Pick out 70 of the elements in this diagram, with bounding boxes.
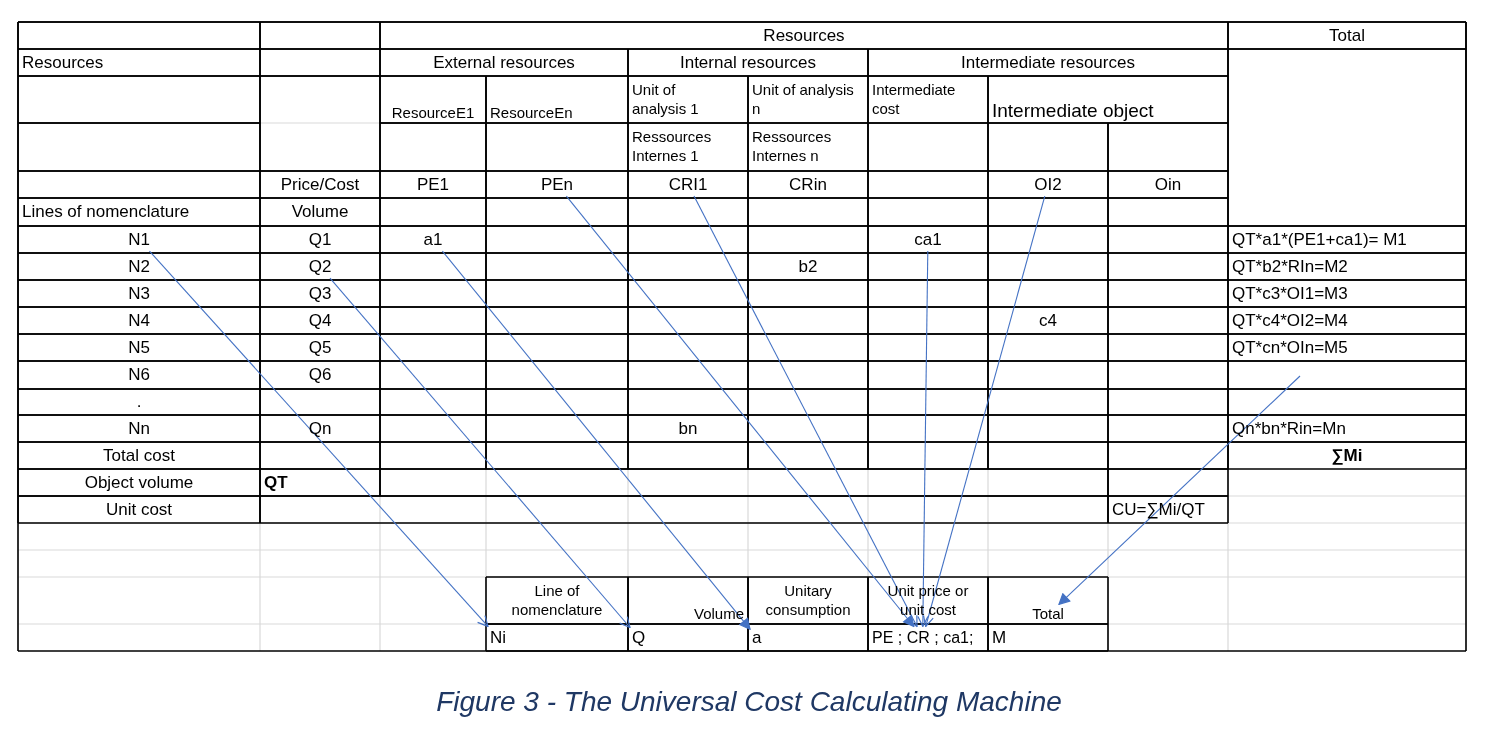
consumption-value: ca1 (914, 228, 942, 251)
arrow (565, 195, 915, 628)
column-header: Intermediate cost (872, 80, 957, 119)
price-value: CRI1 (668, 173, 708, 196)
row-label: N5 (128, 336, 150, 359)
row-label: N3 (128, 282, 150, 305)
volume-value: Qn (308, 417, 332, 440)
formula-text: QT*a1*(PE1+ca1)= M1 (1232, 228, 1407, 251)
consumption-value: c4 (1039, 309, 1057, 332)
price-value: Oin (1154, 173, 1182, 196)
column-header: Intermediate object (992, 99, 1154, 123)
column-subheader: Ressources Internes n (752, 128, 833, 166)
column-header: Total (1032, 605, 1064, 624)
row-header: Price/Cost (280, 173, 360, 196)
volume-value: Q5 (308, 336, 332, 359)
column-group-header: Internal resources (679, 51, 817, 74)
arrow (917, 250, 929, 628)
arrow (1058, 375, 1301, 605)
price-value: CRin (789, 173, 827, 196)
row-label: N6 (128, 364, 150, 386)
result-value: a (752, 626, 762, 649)
formula-text: QT*c4*OI2=M4 (1232, 309, 1348, 332)
column-header: ResourceE1 (391, 104, 475, 123)
price-value: PEn (540, 173, 574, 196)
consumption-value: b2 (798, 255, 818, 278)
price-value: PE1 (416, 173, 450, 196)
result-value: Ni (490, 626, 507, 649)
price-value: OI2 (1034, 173, 1062, 196)
arrow (148, 250, 489, 627)
column-header: Unit of analysis n (752, 80, 855, 119)
row-label: N2 (128, 255, 150, 278)
figure-caption: Figure 3 - The Universal Cost Calculating Machine (436, 686, 1062, 717)
row-label: Object volume (84, 471, 194, 494)
volume-value: Q1 (308, 228, 332, 251)
formula-text: QT*cn*OIn=M5 (1232, 336, 1348, 359)
column-header: ResourceEn (490, 104, 573, 123)
volume-value: QT (264, 471, 288, 494)
row-label: Nn (128, 417, 150, 440)
column-group-header: Intermediate resources (961, 51, 1135, 74)
row-label: Total cost (103, 444, 175, 467)
formula-text: QT*b2*RIn=M2 (1232, 255, 1348, 278)
consumption-value: bn (678, 417, 698, 440)
row-header: Lines of nomenclature (22, 201, 190, 223)
row-header: Resources (22, 51, 104, 74)
volume-value: Q3 (308, 282, 332, 305)
column-subheader: Ressources Internes 1 (632, 128, 713, 166)
column-header: Line of nomenclature (510, 581, 604, 620)
row-label: N1 (128, 228, 150, 251)
column-header: Volume (291, 201, 349, 223)
column-header: Unitary consumption (764, 581, 852, 620)
consumption-value: a1 (423, 228, 443, 251)
volume-value: Q4 (308, 309, 332, 332)
row-label: . (136, 391, 142, 413)
arrow (329, 277, 631, 629)
column-group-header: External resources (433, 51, 575, 74)
volume-value: Q2 (308, 255, 332, 278)
arrow (693, 195, 918, 628)
sum-value: ∑Mi (1331, 444, 1363, 467)
column-header: Unit of analysis 1 (632, 80, 700, 119)
result-value: Q (632, 626, 646, 649)
arrow (922, 195, 1046, 628)
row-label: Unit cost (105, 498, 173, 521)
formula-text: QT*c3*OI1=M3 (1232, 282, 1348, 305)
result-value: PE ; CR ; ca1; (872, 627, 974, 648)
volume-value: Q6 (308, 364, 332, 386)
row-label: N4 (128, 309, 150, 332)
column-group-header: Resources (763, 24, 845, 47)
result-value: M (992, 626, 1007, 649)
column-header: Total (1329, 24, 1365, 47)
arrow (441, 250, 751, 630)
